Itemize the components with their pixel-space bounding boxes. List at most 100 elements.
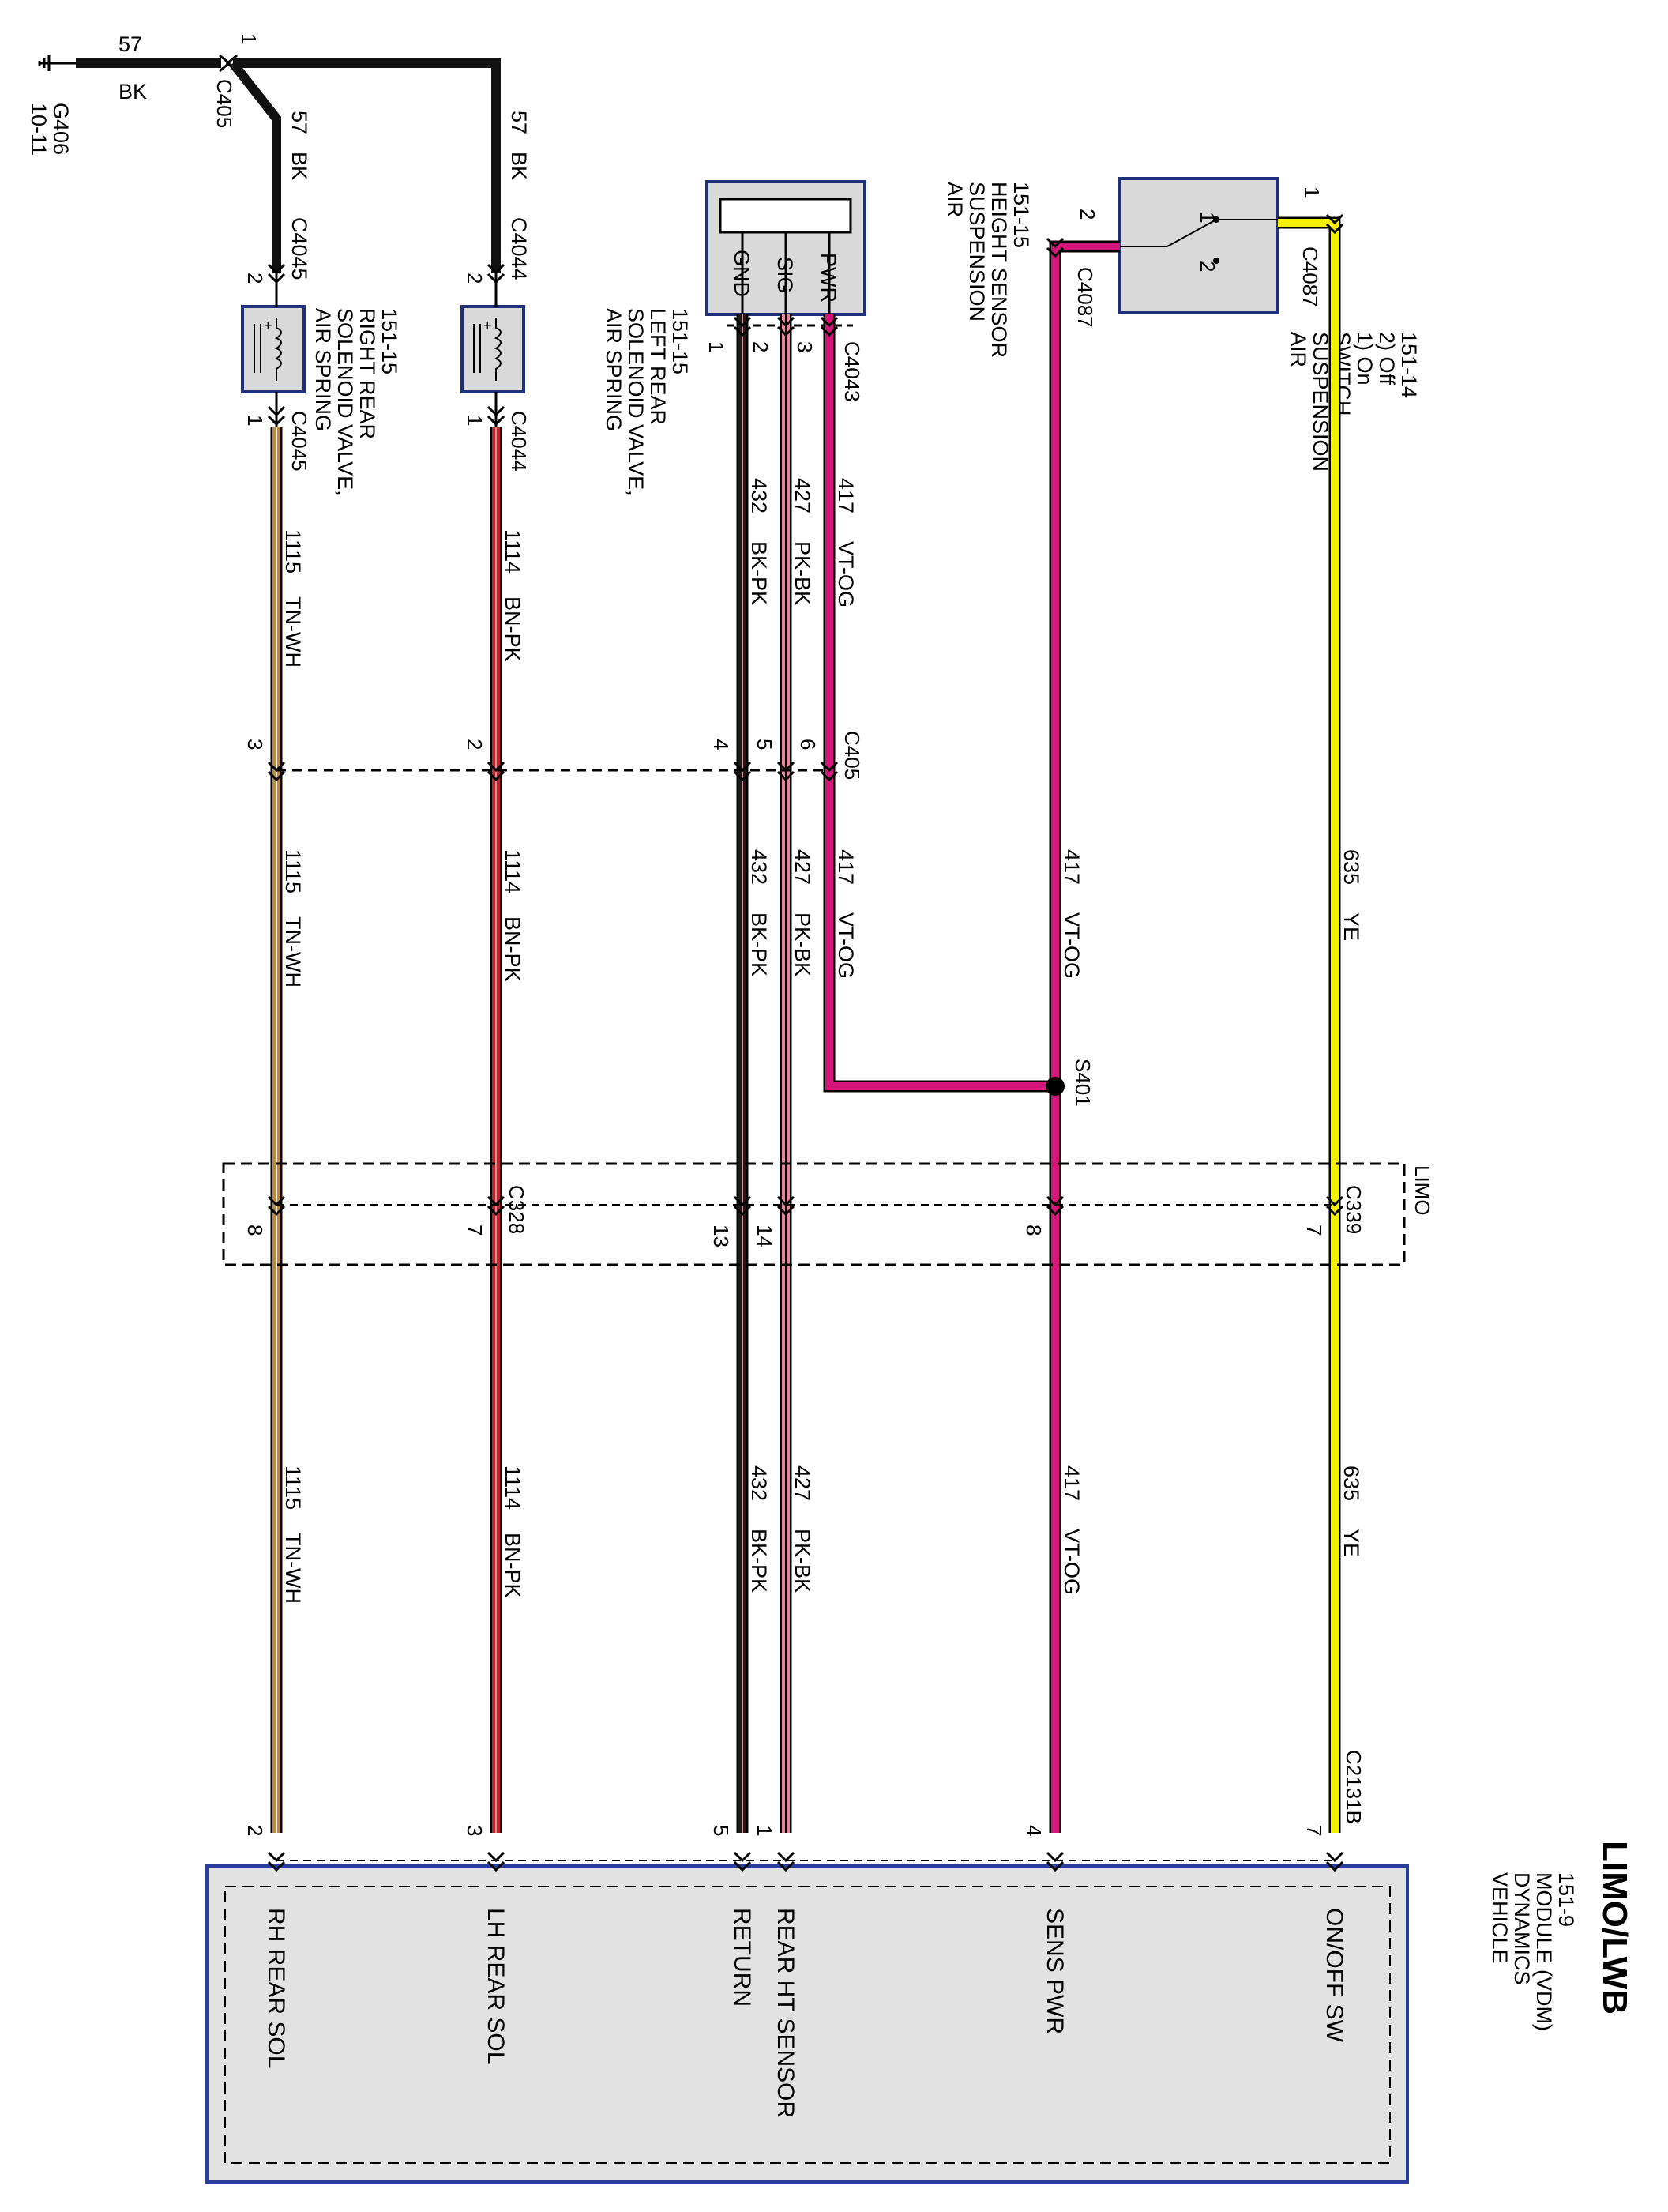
switch-pos-1: 1 bbox=[1196, 212, 1219, 223]
air-suspension-switch bbox=[1118, 177, 1279, 314]
w1115-s3-color: TN-WH bbox=[281, 1533, 305, 1604]
w1114-s3-circuit: 1114 bbox=[501, 1465, 524, 1510]
rh-branch-color: BK bbox=[287, 152, 311, 180]
terminal-chevrons bbox=[267, 213, 1344, 1872]
c405-ground-pin: 1 bbox=[237, 33, 261, 44]
terminal-chevron bbox=[733, 761, 752, 782]
terminal-chevron bbox=[1046, 1851, 1065, 1872]
rh-valve-line3: RIGHT REAR bbox=[355, 308, 379, 439]
c4044-ground-pin: 2 bbox=[463, 273, 486, 284]
page-title: LIMO/LWB bbox=[1595, 1841, 1634, 2014]
terminal-chevron bbox=[486, 263, 505, 284]
w417-s1-color: VT-OG bbox=[834, 541, 858, 608]
limo-region bbox=[222, 1162, 1406, 1266]
switch-line5: 2) Off bbox=[1375, 332, 1399, 386]
lh-valve-line4: 151-15 bbox=[668, 308, 692, 374]
lh-branch-connector: C4044 bbox=[507, 217, 531, 280]
c4087-b-pin: 2 bbox=[1076, 209, 1099, 220]
c4043-pin-2: 2 bbox=[749, 341, 772, 352]
c405-ground-label: C405 bbox=[212, 79, 236, 128]
w427-s3-color: PK-BK bbox=[791, 1529, 814, 1593]
terminal-chevron bbox=[733, 1851, 752, 1872]
sensor-pin-pwr: PWR bbox=[817, 253, 840, 303]
w1114-s1-circuit: 1114 bbox=[501, 529, 524, 574]
ground-wire-circuit: 57 bbox=[118, 32, 142, 56]
module-line3: MODULE (VDM) bbox=[1532, 1872, 1556, 2031]
c2131b-label: C2131B bbox=[1342, 1750, 1366, 1824]
module-pin-1: 1 bbox=[753, 1825, 776, 1836]
rh-valve-ground-wire bbox=[229, 60, 281, 273]
lh-branch-circuit: 57 bbox=[507, 111, 531, 134]
c4044-out-label: C4044 bbox=[507, 411, 531, 472]
w635-s2-color: YE bbox=[1339, 912, 1363, 941]
sensor-line2: SUSPENSION bbox=[965, 182, 989, 322]
c4087-b-label: C4087 bbox=[1073, 267, 1097, 328]
module-line4: 151-9 bbox=[1554, 1872, 1578, 1927]
sensor-pin-gnd: GND bbox=[730, 250, 753, 297]
lh-branch-color: BK bbox=[507, 152, 531, 180]
w417-s3-circuit: 417 bbox=[1060, 1465, 1084, 1501]
terminal-chevron bbox=[776, 1195, 795, 1217]
lh-valve-ground-wire bbox=[233, 58, 501, 273]
w1115-s2-circuit: 1115 bbox=[281, 849, 305, 893]
w1114-s2-circuit: 1114 bbox=[501, 849, 524, 893]
w427-s3-circuit: 427 bbox=[791, 1465, 814, 1501]
terminal-chevron bbox=[776, 1851, 795, 1872]
lh-valve-line1: AIR SPRING bbox=[602, 308, 626, 431]
terminal-chevron bbox=[486, 1195, 505, 1217]
c339-pin-7: 7 bbox=[1302, 1224, 1326, 1236]
rh-solenoid-valve: + bbox=[241, 305, 306, 393]
w417-main-s2-color: VT-OG bbox=[1060, 912, 1084, 979]
terminal-chevron bbox=[776, 761, 795, 782]
w417-main-s2-circuit: 417 bbox=[1060, 849, 1084, 885]
c4087-a-label: C4087 bbox=[1298, 246, 1322, 307]
sensor-pin-sig: SIG bbox=[773, 257, 797, 294]
c4044-out-pin: 1 bbox=[463, 415, 486, 426]
terminal-chevron bbox=[1325, 1851, 1344, 1872]
signal-sens-pwr: SENS PWR bbox=[1042, 1908, 1068, 2034]
w427-s2-color: PK-BK bbox=[791, 912, 814, 976]
signal-return: RETURN bbox=[729, 1908, 755, 2007]
w1115-s2-color: TN-WH bbox=[281, 916, 305, 988]
c4087-a-pin: 1 bbox=[1300, 186, 1324, 198]
w417-s2-circuit: 417 bbox=[834, 849, 858, 885]
terminal-chevron bbox=[733, 316, 752, 337]
c339-label: C339 bbox=[1342, 1185, 1366, 1234]
module-line2: DYNAMICS bbox=[1510, 1872, 1534, 1985]
svg-text:+: + bbox=[483, 318, 492, 333]
rh-branch-circuit: 57 bbox=[287, 111, 311, 134]
module-pin-5: 5 bbox=[709, 1825, 733, 1836]
ground-wire-color: BK bbox=[118, 80, 147, 103]
c339-pin-8: 8 bbox=[1022, 1224, 1046, 1236]
w432-s1-color: BK-PK bbox=[747, 541, 771, 605]
terminal-chevron bbox=[486, 405, 505, 427]
w417-s1-circuit: 417 bbox=[834, 478, 858, 514]
terminal-chevron bbox=[1046, 237, 1065, 258]
splice-s401 bbox=[1046, 1077, 1065, 1096]
rh-valve-line1: AIR SPRING bbox=[311, 308, 335, 431]
c328-pin-7: 7 bbox=[463, 1224, 486, 1236]
w1115-s1-circuit: 1115 bbox=[281, 529, 305, 574]
module-pin-7: 7 bbox=[1302, 1825, 1326, 1836]
w635-s3-color: YE bbox=[1339, 1529, 1363, 1557]
rh-branch-connector: C4045 bbox=[287, 217, 311, 280]
lh-solenoid-valve: + bbox=[460, 305, 525, 393]
vdm-module bbox=[205, 1864, 1409, 2184]
switch-line6: 151-14 bbox=[1397, 332, 1421, 398]
terminal-chevron bbox=[267, 263, 286, 284]
c405-pin-3: 3 bbox=[243, 739, 267, 750]
c405-pin-6: 6 bbox=[796, 739, 820, 750]
c4043-pin-1: 1 bbox=[704, 341, 728, 352]
c328-pin-14: 14 bbox=[753, 1224, 776, 1247]
switch-icon bbox=[1120, 216, 1278, 264]
terminal-chevron bbox=[486, 1851, 505, 1872]
terminal-chevron bbox=[733, 1195, 752, 1217]
module-pin-4: 4 bbox=[1022, 1825, 1046, 1836]
module-pin-2: 2 bbox=[243, 1825, 267, 1836]
rh-valve-line2: SOLENOID VALVE, bbox=[333, 308, 357, 496]
w427-s1-color: PK-BK bbox=[791, 541, 814, 605]
w427-s2-circuit: 427 bbox=[791, 849, 814, 885]
c405-pin-5: 5 bbox=[753, 739, 776, 750]
terminal-chevron bbox=[267, 1195, 286, 1217]
s401-label: S401 bbox=[1071, 1059, 1095, 1107]
